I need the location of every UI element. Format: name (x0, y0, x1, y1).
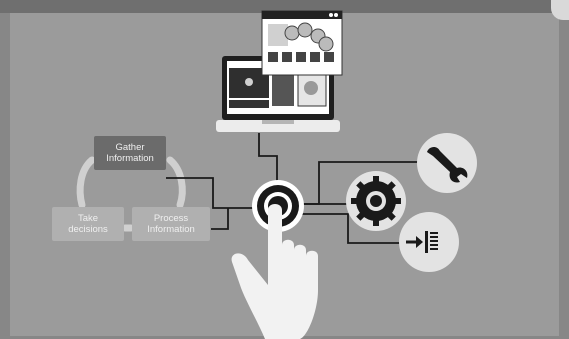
top-bar (0, 0, 569, 13)
dollar-coin-icon (284, 22, 334, 52)
process-line-1: Process (153, 213, 189, 224)
corner-tab (551, 0, 569, 20)
process-information-box: Process Information (132, 207, 210, 241)
take-line-2: decisions (68, 224, 108, 235)
hand-pointer-icon (231, 204, 318, 339)
take-decisions-box: Take decisions (52, 207, 124, 241)
arrow-to-bar-icon (399, 212, 459, 272)
gear-icon (346, 171, 406, 231)
connector-lines (166, 133, 418, 244)
gather-line-2: Information (106, 153, 154, 164)
process-line-2: Information (147, 224, 195, 235)
wrench-icon (417, 133, 477, 193)
cycle-arrows (76, 156, 186, 232)
gather-line-1: Gather (115, 142, 145, 153)
take-line-1: Take (77, 213, 99, 224)
gather-information-box: Gather Information (94, 136, 166, 170)
